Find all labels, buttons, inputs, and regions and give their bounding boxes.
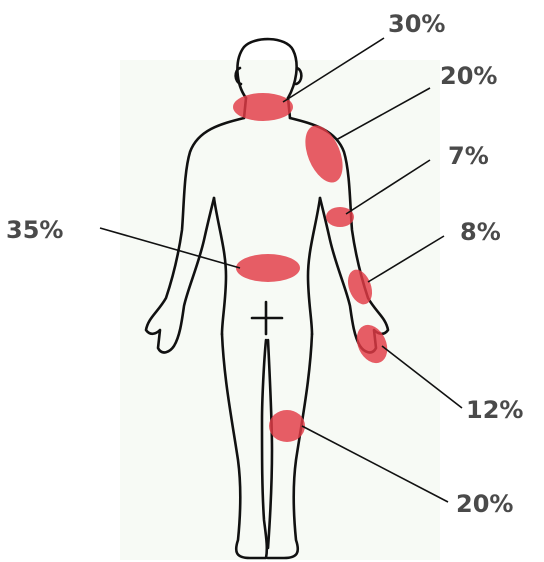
knee-pain-spot bbox=[269, 410, 305, 442]
elbow-pain-spot bbox=[326, 207, 354, 227]
neck-percentage-label: 30% bbox=[388, 10, 445, 38]
forearm-percentage-label: 8% bbox=[460, 218, 501, 246]
lower-back-pain-spot bbox=[236, 254, 300, 282]
shoulder-percentage-label: 20% bbox=[440, 62, 497, 90]
neck-pain-spot bbox=[233, 93, 293, 121]
elbow-percentage-label: 7% bbox=[448, 142, 489, 170]
figure-backdrop bbox=[120, 60, 440, 560]
hand-percentage-label: 12% bbox=[466, 396, 523, 424]
knee-percentage-label: 20% bbox=[456, 490, 513, 518]
lower-back-percentage-label: 35% bbox=[6, 216, 63, 244]
